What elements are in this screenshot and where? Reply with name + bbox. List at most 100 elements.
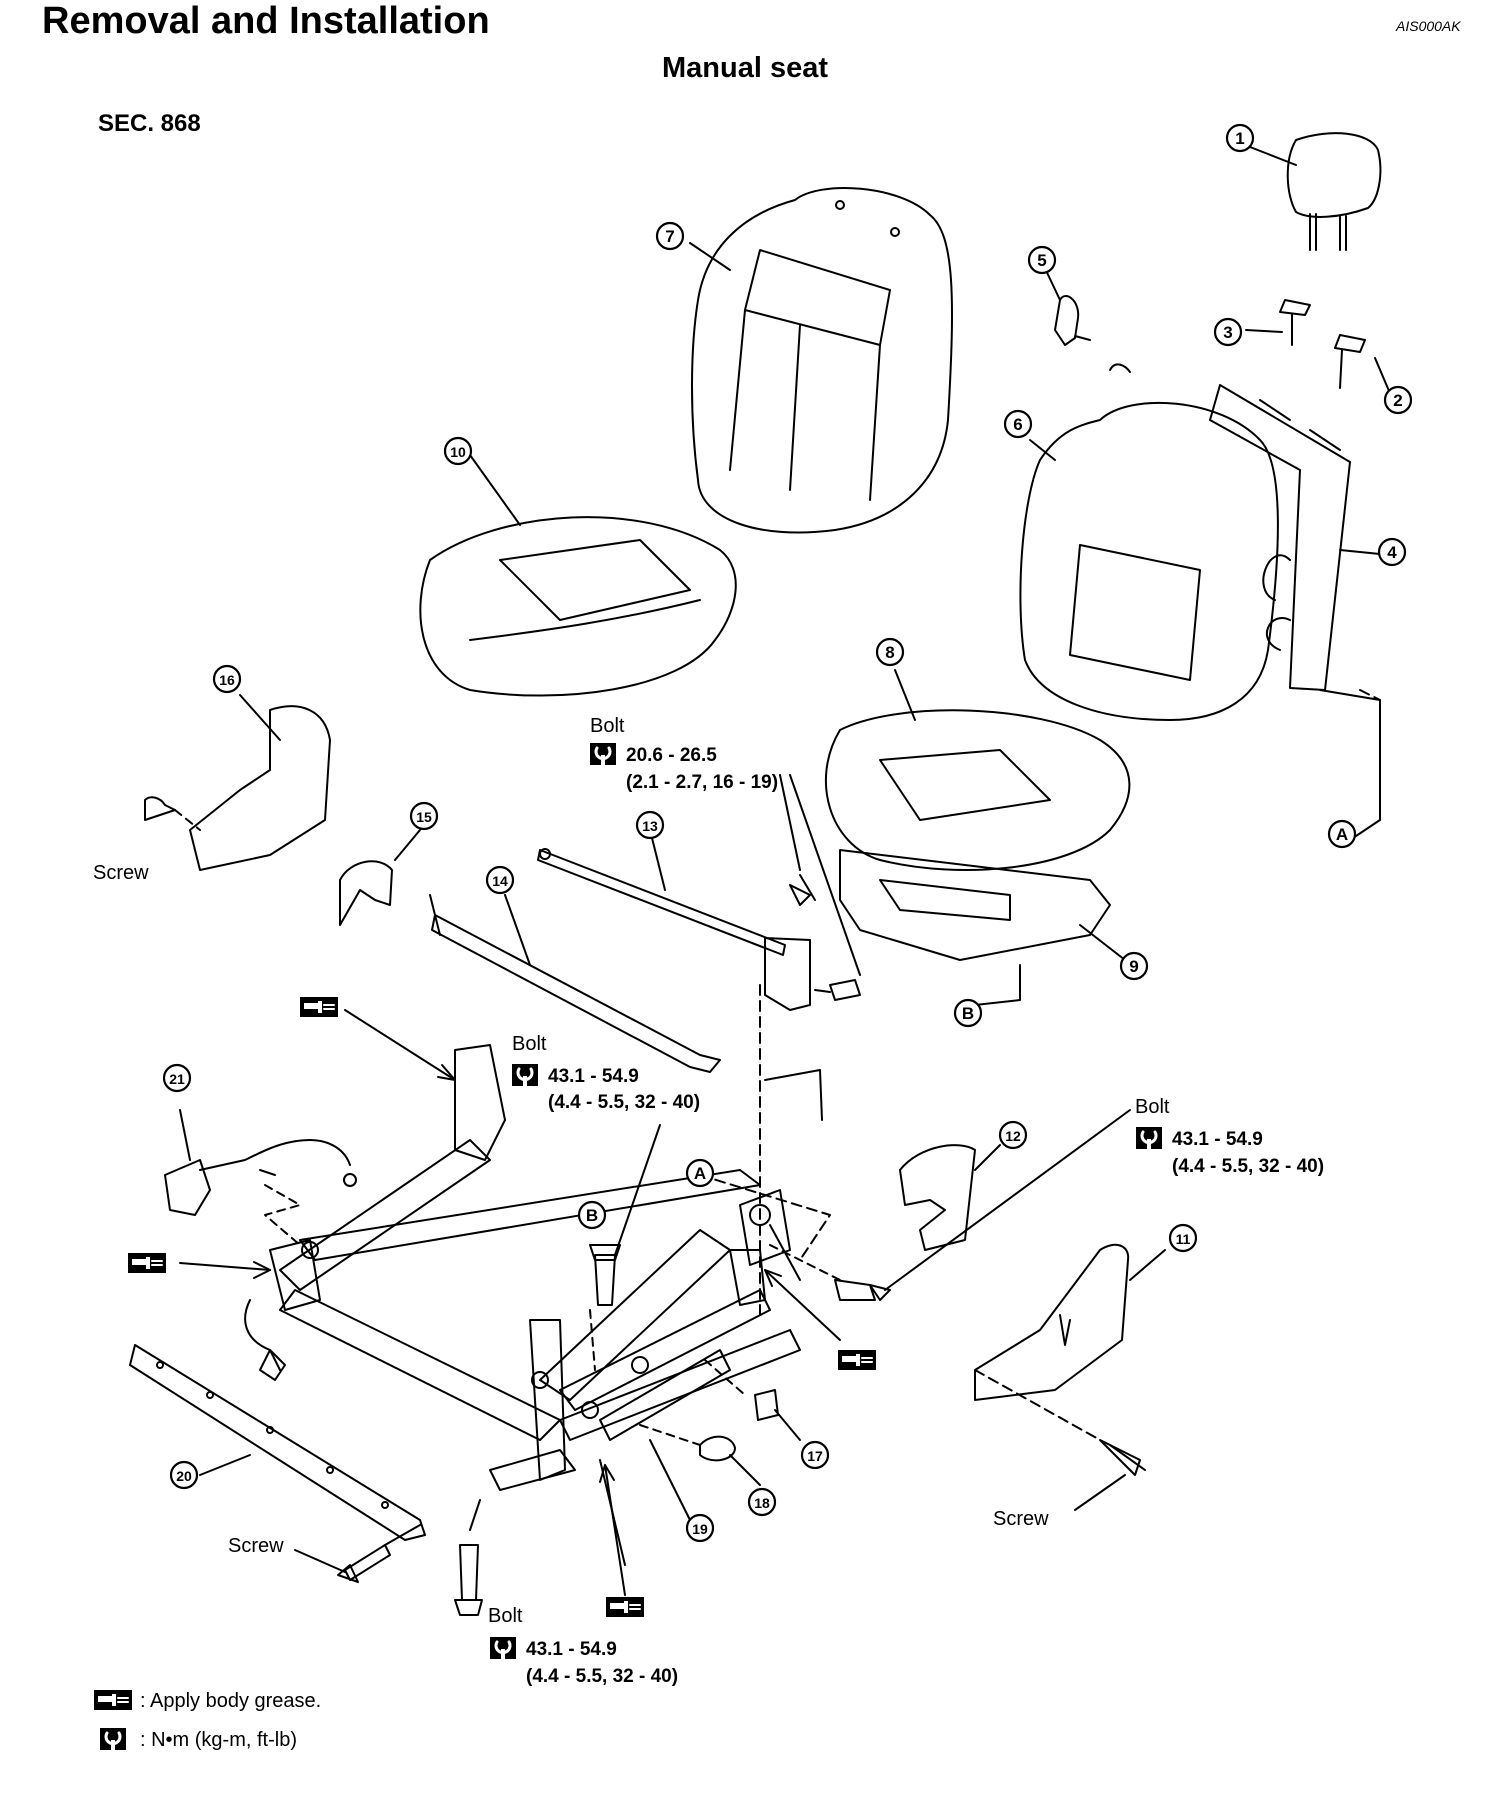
- callout-18: 18: [747, 1487, 777, 1517]
- torque-icon: [488, 1635, 518, 1661]
- torque-value-imperial: (2.1 - 2.7, 16 - 19): [626, 772, 779, 793]
- svg-text:18: 18: [754, 1495, 770, 1511]
- marker-a: A: [685, 1158, 715, 1188]
- part-seatback-trim: [689, 187, 953, 534]
- bolt-label: Bolt: [488, 1605, 523, 1627]
- callout-15: 15: [409, 801, 439, 831]
- torque-value: 20.6 - 26.5: [626, 745, 717, 766]
- part-link: [429, 894, 721, 1073]
- svg-text:11: 11: [1176, 1231, 1191, 1247]
- callout-16: 16: [212, 664, 242, 694]
- svg-text:12: 12: [1005, 1128, 1021, 1144]
- marker-b: B: [577, 1200, 607, 1230]
- figure-code: AIS000AK: [1396, 18, 1461, 34]
- callout-8: 8: [875, 637, 905, 667]
- svg-text:16: 16: [219, 672, 235, 688]
- callout-13: 13: [635, 810, 665, 840]
- page-title: Removal and Installation: [42, 0, 490, 42]
- screw-label: Screw: [993, 1508, 1049, 1530]
- part-recliner-bolt: [769, 1109, 1131, 1301]
- section-number: SEC. 868: [98, 110, 201, 137]
- part-seat-cushion-trim: [419, 454, 737, 697]
- torque-value: 43.1 - 54.9: [1172, 1129, 1263, 1150]
- grease-leaders: [179, 1009, 841, 1596]
- svg-text:1: 1: [1235, 129, 1244, 148]
- grease-icon: [837, 1349, 877, 1371]
- part-lower-screw: [294, 1524, 421, 1583]
- torque-value-imperial: (4.4 - 5.5, 32 - 40): [526, 1666, 679, 1687]
- svg-text:5: 5: [1037, 251, 1046, 270]
- callout-12: 12: [998, 1120, 1028, 1150]
- svg-text:3: 3: [1223, 323, 1232, 342]
- svg-text:4: 4: [1387, 543, 1397, 562]
- torque-value-imperial: (4.4 - 5.5, 32 - 40): [1172, 1156, 1325, 1177]
- svg-text:20: 20: [176, 1468, 192, 1484]
- callout-2: 2: [1383, 385, 1413, 415]
- svg-text:A: A: [1336, 825, 1348, 844]
- part-seat-cushion: [825, 669, 1131, 871]
- svg-text:B: B: [962, 1004, 974, 1023]
- part-seat-frame: [244, 1044, 801, 1491]
- marker-a: A: [1327, 819, 1357, 849]
- callout-19: 19: [685, 1513, 715, 1543]
- svg-text:15: 15: [416, 809, 432, 825]
- part-outer-trim-right: [974, 1243, 1166, 1511]
- callout-6: 6: [1003, 409, 1033, 439]
- legend-torque-text: : N•m (kg-m, ft-lb): [140, 1729, 297, 1751]
- part-cover-small: [899, 1144, 1001, 1251]
- svg-text:7: 7: [665, 227, 674, 246]
- svg-text:9: 9: [1129, 957, 1138, 976]
- part-caps: [599, 1359, 801, 1566]
- torque-value: 43.1 - 54.9: [548, 1066, 639, 1087]
- part-headrest: [1249, 132, 1382, 251]
- callout-4: 4: [1377, 537, 1407, 567]
- legend-torque-icon: [98, 1726, 128, 1752]
- bolt-label: Bolt: [590, 715, 625, 737]
- svg-text:14: 14: [492, 873, 508, 889]
- torque-icon: [1134, 1125, 1164, 1151]
- page-subtitle: Manual seat: [662, 52, 828, 84]
- svg-text:19: 19: [692, 1521, 708, 1537]
- torque-value-imperial: (4.4 - 5.5, 32 - 40): [548, 1092, 701, 1113]
- callout-10: 10: [443, 436, 473, 466]
- torque-icon: [510, 1062, 540, 1088]
- part-center-bolt: [589, 1124, 661, 1371]
- callout-9: 9: [1119, 951, 1149, 981]
- part-lower-bolt: [454, 1499, 483, 1616]
- part-center-bracket: [759, 774, 861, 1321]
- part-seatback: [1019, 401, 1279, 721]
- part-slide-rail: [129, 1344, 426, 1541]
- screw-label: Screw: [93, 862, 149, 884]
- part-seatback-frame: [1209, 384, 1391, 841]
- legend-grease-icon: [93, 1689, 133, 1711]
- part-clip: [339, 829, 421, 926]
- torque-icon: [588, 741, 618, 767]
- svg-text:8: 8: [885, 643, 894, 662]
- svg-text:B: B: [586, 1206, 598, 1225]
- svg-text:6: 6: [1013, 415, 1022, 434]
- callout-7: 7: [655, 221, 685, 251]
- marker-b: B: [953, 998, 983, 1028]
- callout-21: 21: [162, 1063, 192, 1093]
- ab-guide-lines: [699, 689, 1381, 1261]
- screw-label: Screw: [228, 1535, 284, 1557]
- svg-text:2: 2: [1393, 391, 1402, 410]
- svg-text:13: 13: [642, 818, 658, 834]
- callout-5: 5: [1027, 245, 1057, 275]
- torque-value: 43.1 - 54.9: [526, 1639, 617, 1660]
- legend-grease-text: : Apply body grease.: [140, 1690, 322, 1712]
- svg-text:10: 10: [450, 444, 466, 460]
- callout-14: 14: [485, 865, 515, 895]
- callout-17: 17: [800, 1440, 830, 1470]
- part-seat-pan: [839, 849, 1126, 1006]
- callout-3: 3: [1213, 317, 1243, 347]
- bolt-label: Bolt: [512, 1033, 547, 1055]
- part-belt-buckle: [164, 1109, 357, 1246]
- callout-11: 11: [1168, 1223, 1198, 1253]
- grease-icon: [299, 996, 339, 1018]
- grease-icon: [605, 1596, 645, 1618]
- callout-20: 20: [169, 1460, 199, 1490]
- svg-text:21: 21: [169, 1071, 185, 1087]
